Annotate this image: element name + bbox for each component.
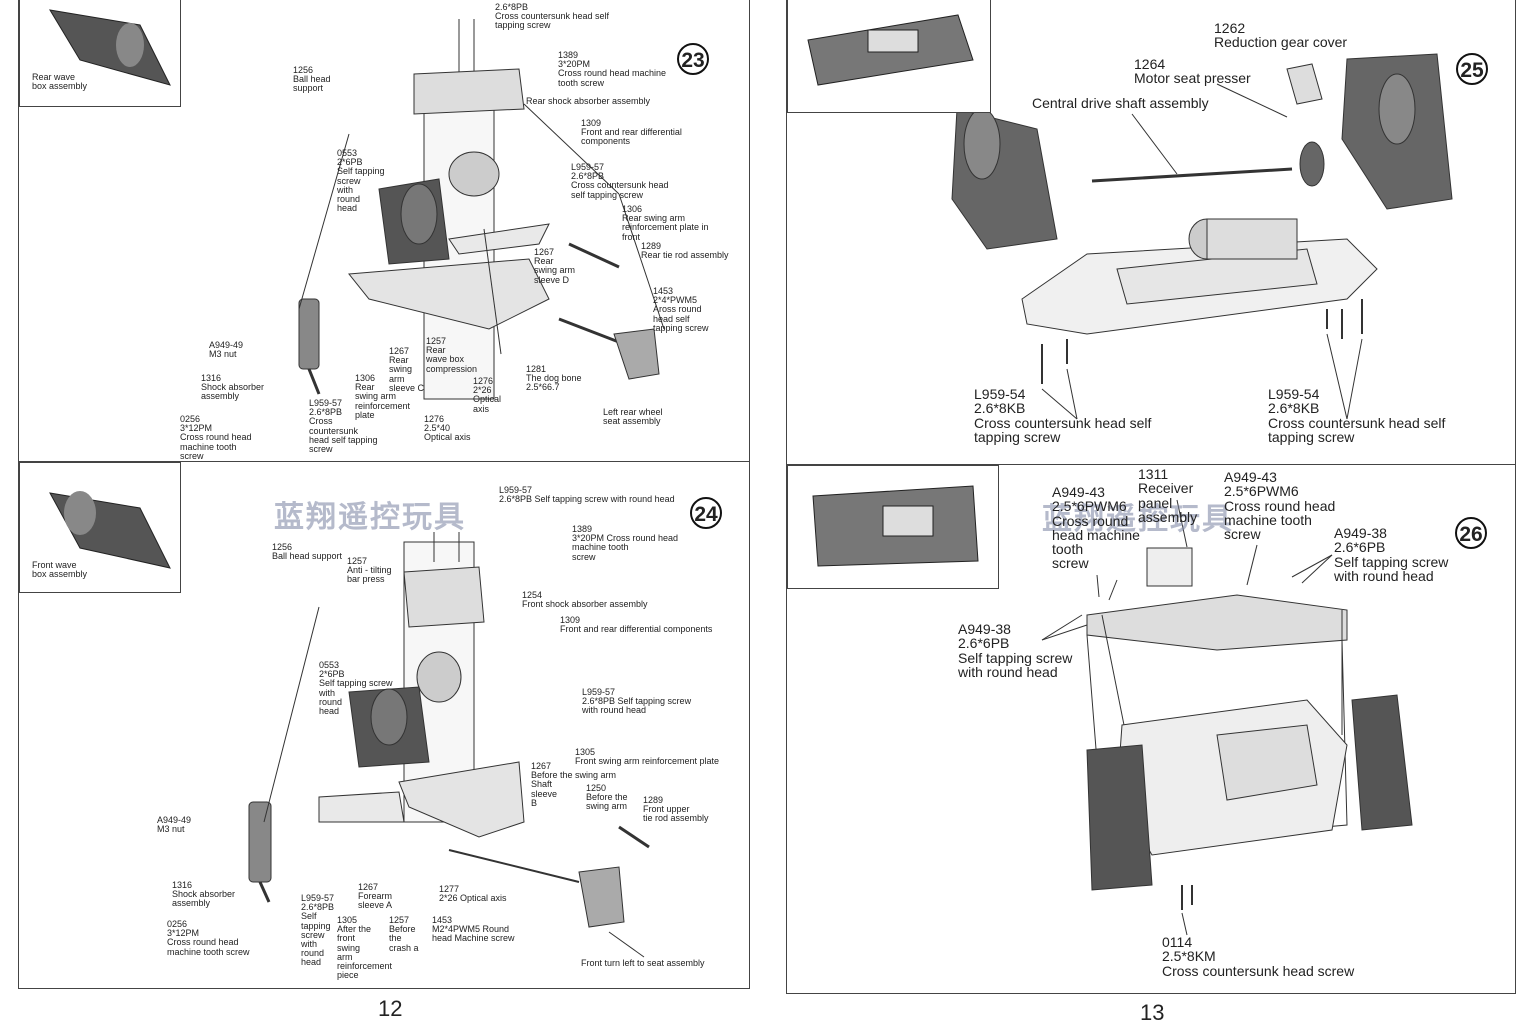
- rear-wave-box-thumbnail-image: [49, 9, 171, 86]
- part-label: L959-57 2.6*8PB Self tapping screw with …: [301, 893, 335, 968]
- page-number: 12: [378, 996, 403, 1021]
- part-label: L959-57 2.6*8PB Cross countersunk head s…: [571, 162, 669, 200]
- part-label: 1306 Rear swing arm reinforcement plate: [355, 373, 411, 420]
- part-label: 1306 Rear swing arm reinforcement plate …: [622, 204, 709, 242]
- step-24-thumbnail: Front wave box assembly: [19, 462, 181, 593]
- part-label: 1305 Front swing arm reinforcement plate: [575, 747, 720, 767]
- part-label: 1289 Rear tie rod assembly: [641, 241, 729, 261]
- page-number: 13: [1140, 1000, 1165, 1025]
- part-label: 0553 2*6PB Self tapping screw with round…: [319, 660, 393, 716]
- step-25-drawing: [951, 53, 1453, 420]
- watermark: 蓝翔遥控玩具: [1042, 502, 1234, 537]
- step-24-thumbnail-caption: Front wave box assembly: [32, 560, 88, 580]
- step-23-number: 23: [677, 43, 709, 75]
- step-26-panel: 26 蓝翔遥控玩具 1311 Receiver panel assembly A…: [786, 464, 1516, 994]
- step-23-panel: Rear wave box assembly 23 2.6*8PB Cross …: [18, 0, 750, 462]
- part-label: 0256 3*12PM Cross round head machine too…: [167, 919, 250, 957]
- part-label: 1267 Rear swing arm sleeve D: [534, 247, 576, 285]
- part-label: 1257 Anti - tilting bar press: [347, 556, 392, 585]
- part-label: L959-54 2.6*8KB Cross countersunk head s…: [974, 386, 1152, 445]
- watermark: 蓝翔遥控玩具: [274, 500, 466, 535]
- part-label: 1250 Before the swing arm: [586, 783, 628, 812]
- part-label: 1389 3*20PM Cross round head machine too…: [572, 524, 679, 562]
- step-24-number: 24: [690, 497, 722, 529]
- part-label: Front turn left to seat assembly: [581, 958, 705, 968]
- part-label: A949-43 2.5*6PWM6 Cross round head machi…: [1052, 484, 1140, 572]
- part-label: 1389 3*20PM Cross round head machine too…: [558, 50, 667, 88]
- part-label: Central drive shaft assembly: [1032, 95, 1209, 111]
- part-label: 1254 Front shock absorber assembly: [522, 590, 648, 610]
- part-label: 2.6*8PB Cross countersunk head self tapp…: [495, 2, 610, 31]
- part-label: A949-38 2.6*6PB Self tapping screw with …: [958, 621, 1073, 680]
- part-label: 1309 Front and rear differential compone…: [560, 615, 713, 635]
- step-24-drawing: [248, 532, 650, 958]
- part-label: L959-57 2.6*8PB Self tapping screw with …: [582, 687, 692, 716]
- step-25-panel: 25 1262 Reduction gear cover 1264 Motor …: [786, 0, 1516, 466]
- part-label: Rear shock absorber assembly: [526, 96, 651, 106]
- part-label: 1281 The dog bone 2.5*66.7: [526, 364, 582, 393]
- part-label: 1264 Motor seat presser: [1134, 56, 1251, 87]
- part-label: 0256 3*12PM Cross round head machine too…: [180, 414, 252, 461]
- part-label: 1256 Ball head support: [293, 65, 331, 94]
- part-label: 0553 2*6PB Self tapping screw with round…: [337, 148, 385, 214]
- part-label: 1262 Reduction gear cover: [1214, 20, 1348, 51]
- part-label: 1276 2.5*40 Optical axis: [424, 414, 471, 443]
- step-26-thumbnail: [787, 465, 999, 589]
- step-26-drawing: [1041, 499, 1413, 936]
- part-label: 1453 2*4*PWM5 Aross round head self tapp…: [653, 286, 709, 333]
- part-label: L959-57 2.6*8PB Self tapping screw with …: [499, 485, 675, 505]
- part-label: L959-57 2.6*8PB Cross countersunk head s…: [309, 398, 378, 454]
- part-label: 1305 After the front swing arm reinforce…: [337, 915, 393, 981]
- part-label: 1316 Shock absorber assembly: [201, 373, 265, 402]
- part-label: 1289 Front upper tie rod assembly: [643, 795, 709, 824]
- part-label: 1277 2*26 Optical axis: [439, 884, 507, 904]
- part-label: 0114 2.5*8KM Cross countersunk head scre…: [1162, 934, 1355, 979]
- part-label: 1309 Front and rear differential compone…: [581, 118, 682, 147]
- step-25-thumbnail-image: [807, 14, 974, 86]
- step-26-number: 26: [1455, 517, 1487, 549]
- step-23-thumbnail-caption: Rear wave box assembly: [32, 72, 88, 92]
- page-13: 25 1262 Reduction gear cover 1264 Motor …: [768, 0, 1536, 1025]
- part-label: A949-49 M3 nut: [209, 340, 244, 360]
- part-label: 1267 Forearm sleeve A: [358, 882, 393, 911]
- step-24-panel: Front wave box assembly 24 蓝翔遥控玩具 L959-5…: [18, 461, 750, 989]
- front-wave-box-thumbnail-image: [49, 491, 171, 569]
- part-label: 1257 Before the crash a: [389, 915, 419, 953]
- part-label: 1256 Ball head support: [272, 542, 343, 562]
- page-12: Rear wave box assembly 23 2.6*8PB Cross …: [0, 0, 768, 1024]
- part-label: A949-38 2.6*6PB Self tapping screw with …: [1334, 525, 1449, 584]
- part-label: Left rear wheel seat assembly: [603, 407, 663, 427]
- step-26-thumbnail-image: [812, 485, 979, 567]
- part-label: 1267 Rear swing arm sleeve C: [389, 346, 425, 393]
- part-label: 1257 Rear wave box compression: [426, 336, 478, 374]
- part-label: L959-54 2.6*8KB Cross countersunk head s…: [1268, 386, 1446, 445]
- step-23-drawing: [298, 19, 665, 400]
- part-label: 1267 Before the swing arm Shaft sleeve B: [531, 761, 617, 808]
- part-label: 1453 M2*4PWM5 Round head Machine screw: [432, 915, 515, 944]
- part-label: 1276 2*26 Optical axis: [473, 376, 502, 414]
- step-25-thumbnail: [787, 0, 991, 113]
- step-25-number: 25: [1456, 53, 1488, 85]
- part-label: A949-43 2.5*6PWM6 Cross round head machi…: [1224, 469, 1336, 543]
- part-label: 1316 Shock absorber assembly: [172, 880, 236, 909]
- part-label: 1311 Receiver panel assembly: [1138, 466, 1198, 525]
- step-23-thumbnail: Rear wave box assembly: [19, 0, 181, 107]
- part-label: A949-49 M3 nut: [157, 815, 192, 835]
